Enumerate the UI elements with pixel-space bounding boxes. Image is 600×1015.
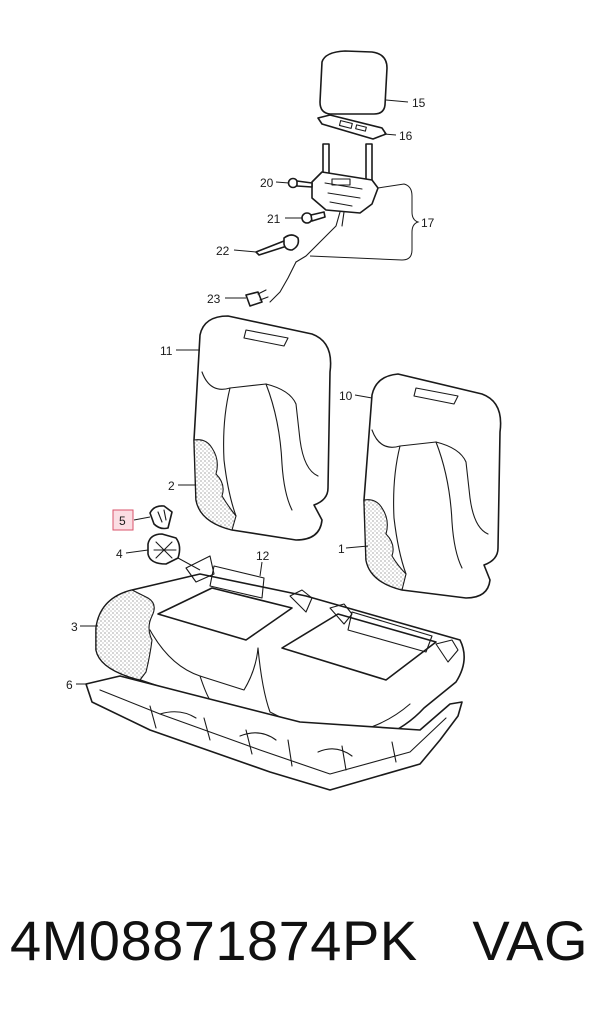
leader-lines [76, 99, 420, 685]
brand-label: VAG [472, 908, 588, 972]
callout-1: 1 [338, 542, 345, 556]
seat-frame [85, 675, 463, 791]
backrest-right [363, 373, 502, 599]
headrest-guide-assembly [269, 143, 379, 303]
headrest-trim-plate [317, 114, 387, 140]
callout-20: 20 [260, 176, 274, 190]
callout-labels: 15 16 20 17 21 22 23 11 10 2 5 4 12 1 3 … [66, 96, 435, 692]
callout-4: 4 [116, 547, 123, 561]
screw-20 [287, 177, 313, 189]
connector-23 [245, 289, 269, 307]
seat-cushion [95, 555, 465, 747]
backrest-left [193, 315, 332, 541]
callout-2: 2 [168, 479, 175, 493]
belt-guide-4 [147, 533, 181, 565]
callout-11: 11 [160, 344, 173, 358]
callout-5: 5 [119, 514, 126, 528]
cable-22 [255, 234, 300, 256]
callout-23: 23 [207, 292, 221, 306]
callout-12: 12 [256, 549, 270, 563]
callout-15: 15 [412, 96, 426, 110]
headrest [319, 50, 388, 115]
cover-cap-5 [149, 505, 173, 530]
seat-exploded-diagram: 15 16 20 17 21 22 23 11 10 2 5 4 12 1 3 … [66, 50, 502, 791]
callout-10: 10 [339, 389, 353, 403]
callout-16: 16 [399, 129, 413, 143]
callout-17: 17 [421, 216, 435, 230]
callout-3: 3 [71, 620, 78, 634]
callout-5-highlight [112, 509, 134, 531]
callout-22: 22 [216, 244, 230, 258]
callout-6: 6 [66, 678, 73, 692]
footer-caption: 4M08871874PK VAG [0, 890, 600, 990]
part-number: 4M08871874PK [10, 908, 418, 972]
callout-21: 21 [267, 212, 281, 226]
bolt-21 [301, 211, 326, 224]
